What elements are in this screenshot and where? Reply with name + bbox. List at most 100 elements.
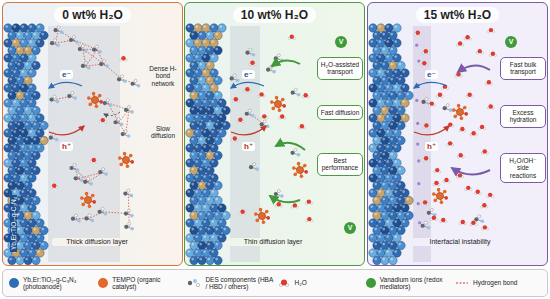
sphere-highlight <box>207 258 210 261</box>
des-atom <box>71 217 75 221</box>
des-atom <box>98 170 102 174</box>
water-o <box>467 92 471 96</box>
des-atom <box>87 177 90 180</box>
photoanode-sphere <box>393 234 401 242</box>
water-o <box>277 202 281 206</box>
sphere-highlight <box>13 115 16 118</box>
sphere-highlight <box>17 228 20 231</box>
sphere-highlight <box>219 205 222 208</box>
photoanode-sphere <box>16 181 24 189</box>
photoanode-sphere <box>210 159 218 167</box>
photoanode-sphere <box>389 226 397 234</box>
des-atom <box>117 77 121 81</box>
photoanode-sphere <box>194 204 202 212</box>
sphere-highlight <box>29 250 32 253</box>
sphere-highlight <box>207 63 210 66</box>
sphere-highlight <box>33 213 36 216</box>
photoanode-sphere <box>393 204 401 212</box>
sphere-highlight <box>33 33 36 36</box>
sphere-highlight <box>374 213 377 216</box>
photoanode-sphere <box>198 76 206 84</box>
tempo-atom <box>119 163 123 167</box>
photoanode-sphere <box>210 144 218 152</box>
sphere-highlight <box>382 153 385 156</box>
sphere-highlight <box>191 33 194 36</box>
photoanode-sphere <box>194 219 202 227</box>
des-atom <box>130 82 134 86</box>
water-o <box>458 153 462 157</box>
sphere-highlight <box>390 168 393 171</box>
electron-arrow <box>231 82 264 88</box>
photoanode-sphere <box>397 166 405 174</box>
photoanode-sphere <box>222 211 230 219</box>
photoanode-sphere <box>198 181 206 189</box>
sphere-highlight <box>17 48 20 51</box>
sphere-highlight <box>187 235 190 238</box>
des-atom <box>77 174 80 177</box>
photoanode-sphere <box>186 204 194 212</box>
photoanode-sphere <box>385 54 393 62</box>
callout-box: H₂O/OH⁻ side reactions <box>500 153 546 183</box>
callout-text: H₂O-assisted transport <box>320 61 360 76</box>
photoanode-sphere <box>28 129 36 137</box>
des-atom <box>96 45 99 48</box>
sphere-highlight <box>187 205 190 208</box>
photoanode-sphere <box>16 31 24 39</box>
photoanode-sphere <box>24 106 32 114</box>
des-atom <box>297 93 301 97</box>
sphere-highlight <box>219 25 222 28</box>
sphere-highlight <box>195 100 198 103</box>
sphere-highlight <box>9 108 12 111</box>
tempo-atom <box>98 94 102 98</box>
water-o <box>460 127 464 131</box>
photoanode-sphere <box>36 39 44 47</box>
des-atom <box>91 219 95 223</box>
sphere-highlight <box>195 25 198 28</box>
legend-text: Vanadium ions (redox mediators) <box>380 276 452 291</box>
sphere-highlight <box>33 123 36 126</box>
photoanode-sphere <box>385 174 393 182</box>
photoanode-sphere <box>12 84 20 92</box>
sphere-highlight <box>33 198 36 201</box>
sphere-highlight <box>211 85 214 88</box>
photoanode-sphere <box>397 181 405 189</box>
sphere-highlight <box>203 190 206 193</box>
sphere-highlight <box>195 40 198 43</box>
sphere-highlight <box>386 25 389 28</box>
photoanode-sphere <box>24 46 32 54</box>
sphere-highlight <box>9 258 12 261</box>
photoanode-sphere <box>186 189 194 197</box>
sphere-highlight <box>5 70 8 73</box>
photoanode-sphere <box>389 181 397 189</box>
photoanode-sphere <box>218 129 226 137</box>
callout-box: Excess hydration <box>500 105 546 128</box>
photoanode-sphere <box>393 174 401 182</box>
legend-sample <box>187 277 201 289</box>
des-atom <box>75 40 79 44</box>
sphere-highlight <box>390 228 393 231</box>
callout-text: Best performance <box>320 157 360 172</box>
condition-panel: 15 wt% H₂OFast bulk transportExcess hydr… <box>367 2 548 266</box>
photoanode-sphere <box>377 54 385 62</box>
photoanode-sphere <box>20 144 28 152</box>
note-label: Slow diffusion <box>145 124 181 141</box>
photoanode-sphere <box>214 181 222 189</box>
sphere-highlight <box>370 160 373 163</box>
tempo-atom <box>275 96 279 100</box>
sphere-highlight <box>13 40 16 43</box>
sphere-highlight <box>187 250 190 253</box>
photoanode-sphere <box>4 84 12 92</box>
side-reaction-dot <box>415 99 418 102</box>
sphere-highlight <box>195 250 198 253</box>
photoanode-sphere <box>190 121 198 129</box>
des-atom <box>73 96 77 100</box>
des-atom <box>89 182 93 186</box>
sphere-highlight <box>386 190 389 193</box>
des-atom <box>104 172 108 176</box>
sphere-highlight <box>199 168 202 171</box>
tempo-atom <box>271 107 275 111</box>
photoanode-sphere <box>40 31 48 39</box>
sphere-highlight <box>187 115 190 118</box>
sphere-highlight <box>25 243 28 246</box>
